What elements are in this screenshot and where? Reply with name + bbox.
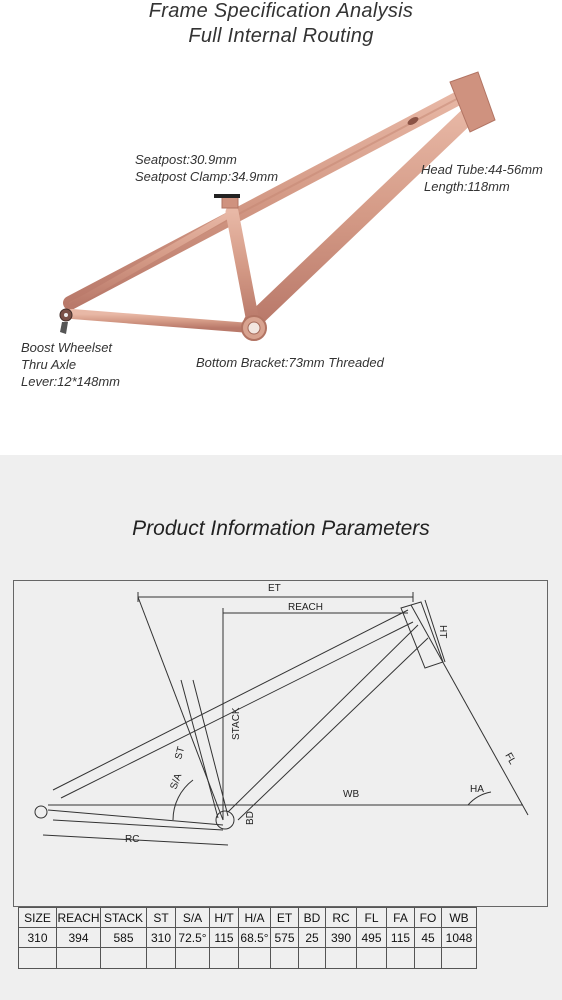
rc-label: RC: [125, 834, 139, 845]
bd-label: BD: [245, 811, 256, 825]
section-title: Product Information Parameters: [132, 517, 430, 540]
header-cell: RC: [325, 907, 357, 928]
headtube-length-callout: Length:118mm: [424, 179, 510, 194]
header-cell: SIZE: [18, 907, 57, 928]
header-cell: STACK: [100, 907, 147, 928]
header-cell: FO: [414, 907, 442, 928]
wheelset-callout: Boost Wheelset: [21, 340, 113, 355]
stack-label: STACK: [231, 707, 242, 740]
value-cell: 310: [146, 927, 176, 948]
geometry-drawing-frame: [13, 580, 548, 907]
seatpost-callout: Seatpost:30.9mm: [135, 152, 237, 167]
frame-tubes: [63, 85, 485, 333]
spec-title: Frame Specification Analysis: [148, 0, 414, 22]
header-cell: WB: [441, 907, 477, 928]
head-tube: [449, 71, 496, 133]
seat-tube: [225, 205, 260, 329]
fl-label: FL: [502, 751, 518, 767]
value-cell: 310: [18, 927, 57, 948]
table-header-row: SIZE REACH STACK ST S/A H/T H/A ET BD RC…: [18, 907, 477, 928]
geometry-diagram: ET REACH HT STACK FL ST S/A HA WB BD RC: [34, 583, 529, 846]
ht-label: HT: [437, 625, 448, 638]
spec-subtitle: Full Internal Routing: [188, 25, 374, 47]
blank-row: [18, 947, 477, 969]
down-tube: [243, 99, 485, 331]
parameters-table: SIZE REACH STACK ST S/A H/T H/A ET BD RC…: [18, 907, 477, 969]
frame-spec-section: Frame Specification Analysis Full Intern…: [0, 0, 562, 455]
lever-callout: Lever:12*148mm: [21, 374, 120, 389]
ha-angle-arc: [467, 791, 492, 806]
seatpost-clamp-callout: Seatpost Clamp:34.9mm: [135, 169, 279, 184]
value-cell: 585: [100, 927, 147, 948]
dropout-outline: [34, 805, 48, 819]
sa-angle-arc: [172, 779, 194, 821]
bottom-bracket-callout: Bottom Bracket:73mm Threaded: [196, 355, 384, 370]
wb-label: WB: [343, 789, 359, 800]
value-cell: 72.5°: [175, 927, 210, 948]
header-cell: FL: [356, 907, 387, 928]
header-cell: H/T: [209, 907, 239, 928]
value-cell: 115: [386, 927, 415, 948]
fl-dimension-line: [410, 604, 529, 816]
value-cell: 394: [56, 927, 101, 948]
seat-clamp-icon: [214, 194, 240, 198]
bottom-bracket-circle: [215, 810, 235, 830]
value-cell: 68.5°: [238, 927, 271, 948]
reach-label: REACH: [288, 602, 323, 613]
value-cell: 115: [209, 927, 239, 948]
rc-dimension-line: [42, 834, 229, 846]
chainstay: [67, 309, 255, 333]
header-cell: ST: [146, 907, 176, 928]
table-row: 310 394 585 310 72.5° 115 68.5° 575 25 3…: [18, 927, 477, 948]
value-cell: 390: [325, 927, 357, 948]
cable-port-icon: [407, 117, 419, 125]
st-label: ST: [173, 746, 187, 761]
header-cell: ET: [270, 907, 299, 928]
et-label: ET: [268, 583, 281, 594]
sa-label: S/A: [168, 772, 184, 791]
header-cell: FA: [386, 907, 415, 928]
value-cell: 1048: [441, 927, 477, 948]
value-cell: 25: [298, 927, 326, 948]
header-cell: BD: [298, 907, 326, 928]
header-cell: S/A: [175, 907, 210, 928]
value-cell: 45: [414, 927, 442, 948]
head-tube-outline: [400, 601, 444, 669]
thru-axle-callout: Thru Axle: [21, 357, 77, 372]
header-cell: H/A: [238, 907, 271, 928]
frame-photo: [59, 71, 496, 341]
ha-label: HA: [470, 784, 484, 795]
header-cell: REACH: [56, 907, 101, 928]
value-cell: 495: [356, 927, 387, 948]
ht-dimension-line: [424, 599, 446, 663]
geometry-section: Product Information Parameters: [0, 455, 562, 1000]
value-cell: 575: [270, 927, 299, 948]
headtube-callout: Head Tube:44-56mm: [421, 162, 543, 177]
